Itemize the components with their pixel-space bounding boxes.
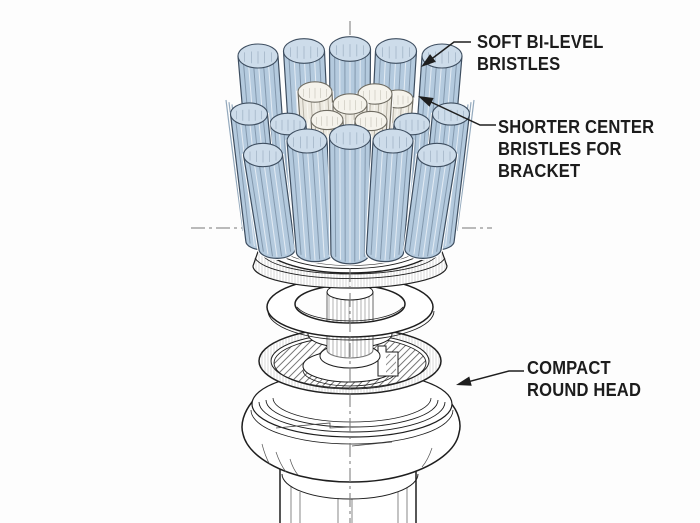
callout-shorter-center-bristles: SHORTER CENTER BRISTLES FOR BRACKET <box>498 116 654 182</box>
leader-soft-bi-level-bristles <box>421 41 471 67</box>
callout-line: BRACKET <box>498 161 581 181</box>
arrowhead-icon <box>456 376 472 386</box>
callout-line: SHORTER CENTER <box>498 117 655 137</box>
bristle-tuft-blue <box>403 142 459 260</box>
callout-line: COMPACT <box>527 358 611 378</box>
bristle-tuft-blue <box>241 142 297 260</box>
bristle-tufts <box>228 36 472 266</box>
callout-line: BRISTLES <box>477 54 561 74</box>
bristle-tuft-blue <box>364 128 415 264</box>
callout-line: SOFT BI-LEVEL <box>477 32 604 52</box>
callout-line: ROUND HEAD <box>527 380 642 400</box>
callout-line: BRISTLES FOR <box>498 139 622 159</box>
leader-shorter-center-bristles <box>418 96 496 126</box>
callout-compact-round-head: COMPACT ROUND HEAD <box>527 357 641 401</box>
housing-seam <box>275 422 351 429</box>
leader-compact-round-head <box>456 370 524 386</box>
stray-bristle <box>225 99 244 232</box>
bristle-tuft-blue <box>285 128 336 264</box>
bristle-tuft-blue <box>327 124 373 266</box>
callout-soft-bi-level-bristles: SOFT BI-LEVEL BRISTLES <box>477 31 604 75</box>
arrowhead-icon <box>421 54 436 67</box>
arrowhead-icon <box>418 96 434 107</box>
callout-leaders <box>418 41 524 386</box>
stray-bristle <box>456 99 475 232</box>
housing-seam <box>351 441 393 447</box>
